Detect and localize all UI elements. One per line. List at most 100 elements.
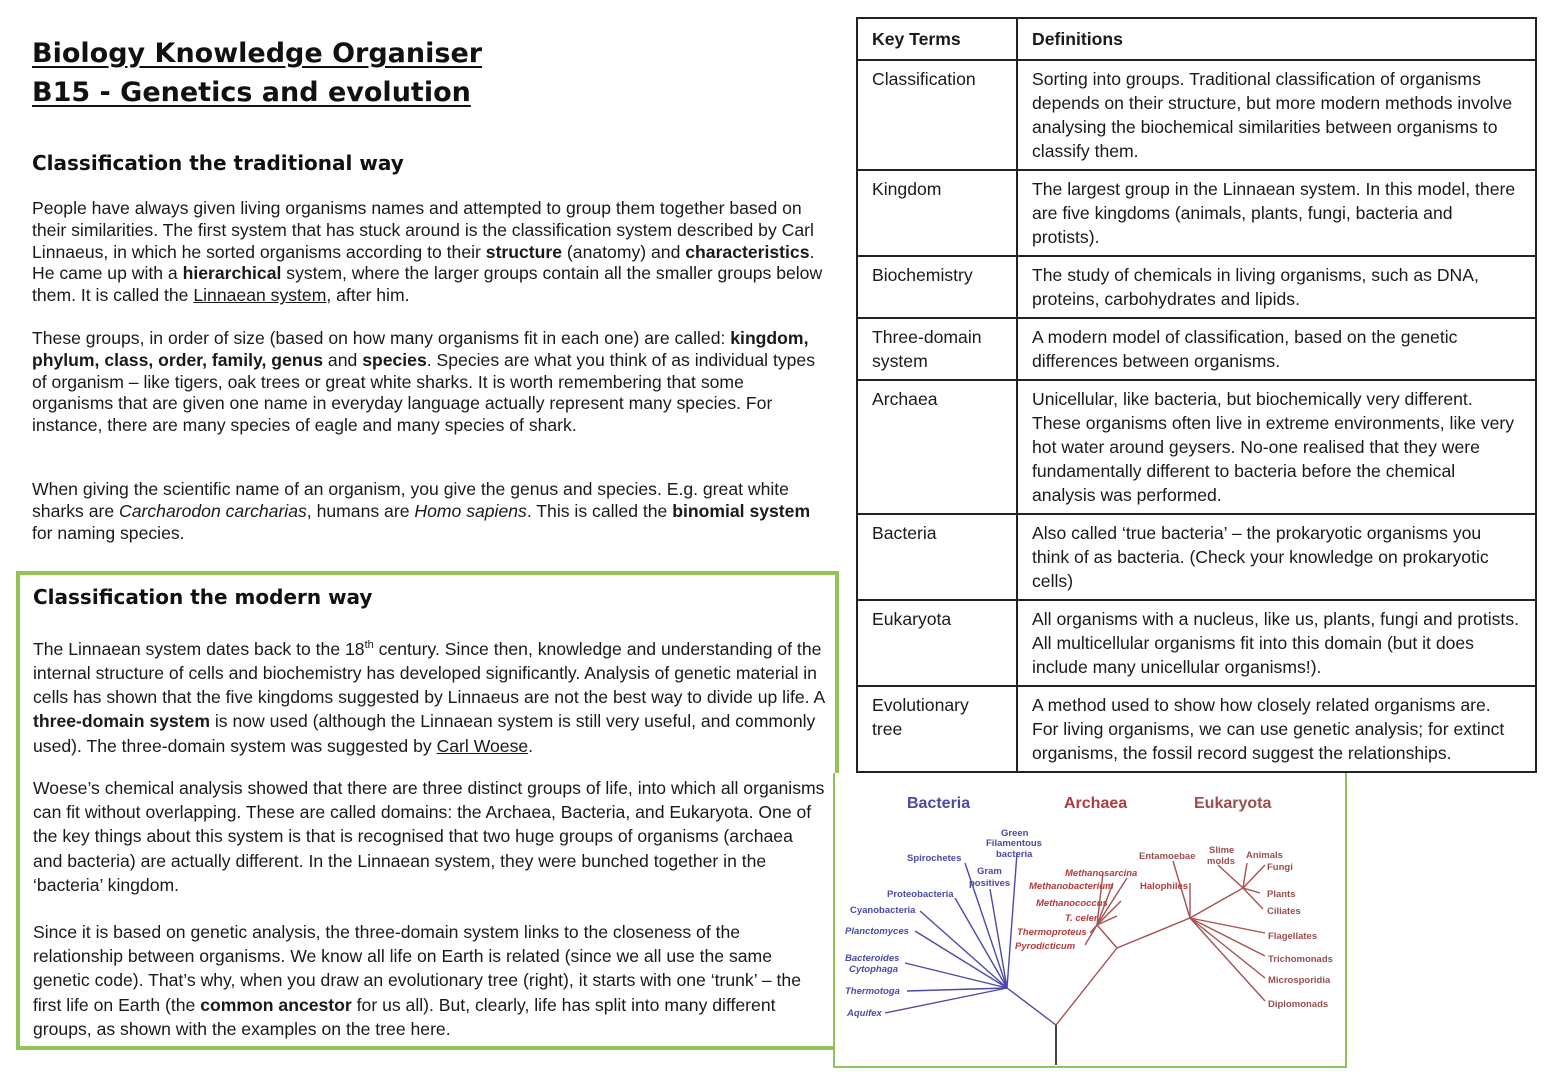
tree-label: Cytophaga bbox=[849, 964, 898, 975]
tree-label: Flagellates bbox=[1268, 931, 1317, 942]
definition-cell: Unicellular, like bacteria, but biochemi… bbox=[1016, 379, 1537, 515]
traditional-paragraph-2: These groups, in order of size (based on… bbox=[32, 328, 822, 437]
tree-label: Methanobacterium bbox=[1029, 881, 1114, 892]
table-row: Bacteria Also called ‘true bacteria’ – t… bbox=[856, 513, 1537, 601]
definition-cell: All organisms with a nucleus, like us, p… bbox=[1016, 599, 1537, 687]
bold-term: species bbox=[362, 349, 427, 370]
text: When giving the scientific name of an or… bbox=[32, 479, 789, 521]
eukaryota-domain-label: Eukaryota bbox=[1194, 795, 1271, 812]
definition-cell: A method used to show how closely relate… bbox=[1016, 685, 1537, 773]
text: century. Since then, knowledge and under… bbox=[33, 638, 825, 708]
text: People have always given living organism… bbox=[32, 198, 814, 262]
tree-label: Microsporidia bbox=[1268, 975, 1331, 986]
superscript: th bbox=[364, 639, 374, 651]
tree-label: Fungi bbox=[1267, 862, 1293, 873]
text: . bbox=[528, 735, 534, 756]
bold-term: characteristics bbox=[685, 241, 810, 262]
term-cell: Classification bbox=[856, 59, 1018, 171]
term-cell: Biochemistry bbox=[856, 255, 1018, 319]
bacteria-branches bbox=[884, 852, 1057, 1026]
text: (anatomy) and bbox=[562, 241, 686, 262]
table-row: Biochemistry The study of chemicals in l… bbox=[856, 255, 1537, 319]
text: is now used (although the Linnaean syste… bbox=[33, 711, 816, 756]
tree-label: Diplomonads bbox=[1268, 999, 1328, 1010]
page-subtitle: B15 - Genetics and evolution bbox=[32, 77, 471, 108]
key-terms-header: Key Terms bbox=[856, 17, 1018, 61]
tree-label: Filamentous bbox=[986, 838, 1042, 849]
tree-label: Ciliates bbox=[1267, 906, 1301, 917]
definition-cell: A modern model of classification, based … bbox=[1016, 317, 1537, 381]
table-row: Three-domain system A modern model of cl… bbox=[856, 317, 1537, 381]
traditional-paragraph-3: When giving the scientific name of an or… bbox=[32, 479, 832, 544]
archaea-domain-label: Archaea bbox=[1064, 795, 1127, 812]
text: Since it is based on genetic analysis, t… bbox=[33, 922, 801, 1015]
tree-label: Gram bbox=[977, 866, 1002, 877]
text: . Species are what you think of as indiv… bbox=[32, 349, 816, 436]
tree-label: Trichomonads bbox=[1268, 954, 1333, 965]
tree-label: T. celer bbox=[1065, 913, 1099, 924]
text: , after him. bbox=[326, 285, 410, 306]
italic-term: Carcharodon carcharias bbox=[119, 500, 307, 521]
text: , humans are bbox=[306, 500, 415, 521]
tree-label: Aquifex bbox=[846, 1008, 883, 1019]
text: The Linnaean system dates back to the 18 bbox=[33, 638, 365, 659]
traditional-heading: Classification the traditional way bbox=[32, 151, 404, 175]
tree-label: Bacteroides bbox=[845, 953, 899, 964]
bold-term: structure bbox=[485, 241, 563, 262]
tree-label: Halophiles bbox=[1140, 881, 1188, 892]
term-cell: Eukaryota bbox=[856, 599, 1018, 687]
definition-cell: The largest group in the Linnaean system… bbox=[1016, 169, 1537, 257]
tree-label: Proteobacteria bbox=[887, 889, 954, 900]
table-row: Evolutionary tree A method used to show … bbox=[856, 685, 1537, 773]
text: . This is called the bbox=[526, 500, 673, 521]
definition-cell: Sorting into groups. Traditional classif… bbox=[1016, 59, 1537, 171]
table-header-row: Key Terms Definitions bbox=[856, 17, 1537, 61]
definition-cell: The study of chemicals in living organis… bbox=[1016, 255, 1537, 319]
tree-label: Methanococcus bbox=[1036, 898, 1108, 909]
modern-paragraph-2: Woese’s chemical analysis showed that th… bbox=[33, 778, 825, 895]
text: for us all). But, clearly, life has spli… bbox=[33, 994, 776, 1039]
tree-label: Thermoproteus bbox=[1017, 927, 1087, 938]
term-cell: Archaea bbox=[856, 379, 1018, 515]
title-block: Biology Knowledge Organiser B15 - Geneti… bbox=[32, 34, 532, 112]
tree-label: Slime bbox=[1209, 845, 1234, 856]
evolutionary-tree-figure: Bacteria Archaea Eukaryota Green Filamen… bbox=[833, 773, 1347, 1068]
bold-term: three-domain system bbox=[33, 711, 210, 732]
modern-heading: Classification the modern way bbox=[33, 585, 373, 609]
text: system, where the larger groups contain … bbox=[32, 263, 823, 306]
tree-label: Planctomyces bbox=[845, 926, 909, 937]
bold-term: hierarchical bbox=[182, 263, 282, 284]
archaea-eukaryota-branches bbox=[1055, 860, 1266, 1026]
traditional-paragraph-1: People have always given living organism… bbox=[32, 198, 832, 307]
bold-term: kingdom, phylum, class, order, family, g… bbox=[32, 328, 809, 370]
tree-label: Animals bbox=[1246, 850, 1283, 861]
term-cell: Bacteria bbox=[856, 513, 1018, 601]
table-row: Eukaryota All organisms with a nucleus, … bbox=[856, 599, 1537, 687]
modern-paragraph-3: Since it is based on genetic analysis, t… bbox=[33, 920, 825, 1041]
bold-term: common ancestor bbox=[200, 994, 352, 1015]
tree-label: Green bbox=[1001, 828, 1029, 839]
bacteria-domain-label: Bacteria bbox=[907, 795, 970, 812]
tree-label: molds bbox=[1207, 856, 1235, 867]
evolutionary-tree-diagram: Bacteria Archaea Eukaryota Green Filamen… bbox=[845, 795, 1333, 1065]
tree-label: Thermotoga bbox=[845, 986, 900, 997]
tree-label: Spirochetes bbox=[907, 853, 961, 864]
tree-label: Plants bbox=[1267, 889, 1296, 900]
definition-cell: Also called ‘true bacteria’ – the prokar… bbox=[1016, 513, 1537, 601]
underlined-term: Linnaean system bbox=[193, 285, 327, 306]
table-row: Kingdom The largest group in the Linnaea… bbox=[856, 169, 1537, 257]
term-cell: Three-domain system bbox=[856, 317, 1018, 381]
tree-label: bacteria bbox=[996, 849, 1033, 860]
page-title: Biology Knowledge Organiser bbox=[32, 38, 483, 69]
tree-label: Entamoebae bbox=[1139, 851, 1196, 862]
tree-label: Cyanobacteria bbox=[850, 905, 916, 916]
term-cell: Kingdom bbox=[856, 169, 1018, 257]
underlined-term: Carl Woese bbox=[436, 735, 529, 756]
bold-term: binomial system bbox=[672, 500, 811, 521]
key-terms-table: Key Terms Definitions Classification Sor… bbox=[856, 17, 1537, 773]
text: and bbox=[323, 349, 363, 370]
table-row: Classification Sorting into groups. Trad… bbox=[856, 59, 1537, 171]
text: These groups, in order of size (based on… bbox=[32, 328, 731, 348]
text: . He came up with a bbox=[32, 241, 815, 284]
italic-term: Homo sapiens bbox=[414, 500, 527, 521]
